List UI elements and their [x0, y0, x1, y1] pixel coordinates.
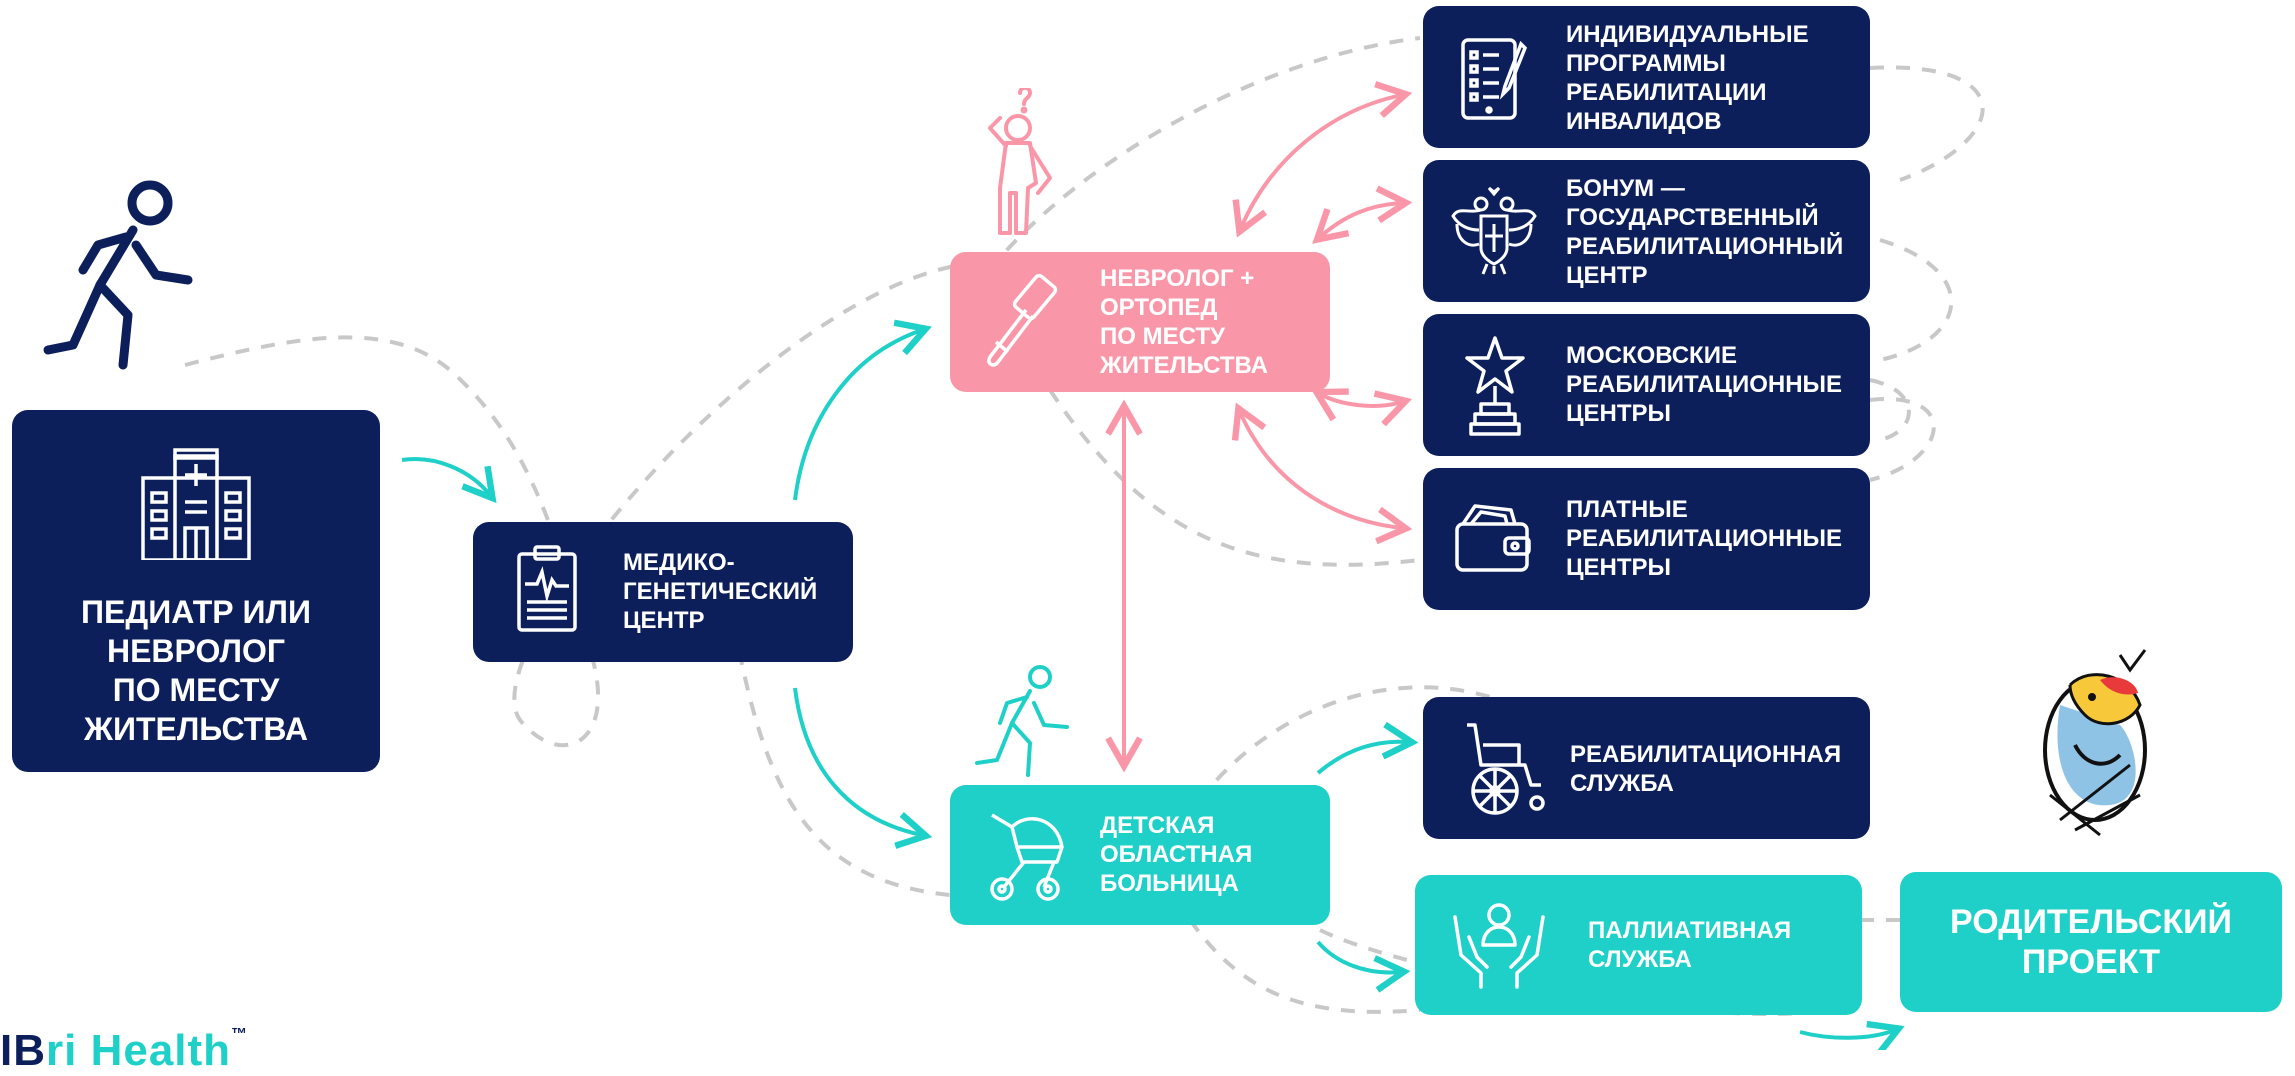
genetic-center-node[interactable]: МЕДИКО- ГЕНЕТИЧЕСКИЙ ЦЕНТР — [473, 522, 853, 662]
flow-arrows-teal — [401, 319, 1905, 1050]
paid-centers-node[interactable]: ПЛАТНЫЕ РЕАБИЛИТАЦИОННЫЕ ЦЕНТРЫ — [1423, 468, 1870, 610]
childrens-hospital-label: ДЕТСКАЯ ОБЛАСТНАЯ БОЛЬНИЦА — [1100, 812, 1253, 897]
clipboard-cardiogram-icon — [517, 545, 577, 632]
bird-in-egg-icon — [2043, 649, 2147, 837]
double-headed-eagle-icon — [1451, 186, 1537, 275]
flow-arrows-pink — [1105, 81, 1413, 773]
rehab-service-label: РЕАБИЛИТАЦИОННАЯ СЛУЖБА — [1570, 741, 1842, 797]
parent-project-label: РОДИТЕЛЬСКИЙ ПРОЕКТ — [1950, 903, 2232, 981]
bonum-label: БОНУМ — ГОСУДАРСТВЕННЫЙ РЕАБИЛИТАЦИОННЫЙ… — [1566, 175, 1844, 289]
walking-person-small-icon — [975, 665, 1069, 777]
rehab-service-node[interactable]: РЕАБИЛИТАЦИОННАЯ СЛУЖБА — [1423, 697, 1870, 839]
logo-part2: ri Health — [46, 1026, 232, 1075]
genetic-center-label: МЕДИКО- ГЕНЕТИЧЕСКИЙ ЦЕНТР — [623, 549, 818, 634]
wheelchair-icon — [1467, 723, 1545, 815]
moscow-centers-node[interactable]: МОСКОВСКИЕ РЕАБИЛИТАЦИОННЫЕ ЦЕНТРЫ — [1423, 314, 1870, 456]
individual-programs-node[interactable]: ИНДИВИДУАЛЬНЫЕ ПРОГРАММЫ РЕАБИЛИТАЦИИ ИН… — [1423, 6, 1870, 148]
reflex-hammer-icon — [987, 273, 1058, 367]
neurologist-orthopedist-label: НЕВРОЛОГ + ОРТОПЕД ПО МЕСТУ ЖИТЕЛЬСТВА — [1100, 265, 1268, 379]
neurologist-orthopedist-node[interactable]: НЕВРОЛОГ + ОРТОПЕД ПО МЕСТУ ЖИТЕЛЬСТВА — [950, 252, 1330, 392]
pediatrician-node[interactable]: ПЕДИАТР ИЛИ НЕВРОЛОГ ПО МЕСТУ ЖИТЕЛЬСТВА — [12, 410, 380, 772]
connector-layer — [184, 36, 1985, 1050]
confused-person-icon — [988, 88, 1052, 235]
logo-part1: IB — [0, 1026, 46, 1075]
star-trophy-icon — [1465, 336, 1525, 436]
parent-project-node[interactable]: РОДИТЕЛЬСКИЙ ПРОЕКТ — [1900, 872, 2282, 1012]
palliative-service-node[interactable]: ПАЛЛИАТИВНАЯ СЛУЖБА — [1415, 875, 1862, 1015]
bonum-node[interactable]: БОНУМ — ГОСУДАРСТВЕННЫЙ РЕАБИЛИТАЦИОННЫЙ… — [1423, 160, 1870, 302]
baby-stroller-icon — [990, 813, 1064, 901]
wallet-icon — [1455, 504, 1531, 572]
hospital-building-icon — [141, 448, 251, 560]
walking-person-icon — [43, 180, 193, 370]
paid-centers-label: ПЛАТНЫЕ РЕАБИЛИТАЦИОННЫЕ ЦЕНТРЫ — [1566, 496, 1843, 581]
logo-tm: ™ — [231, 1026, 249, 1043]
moscow-centers-label: МОСКОВСКИЕ РЕАБИЛИТАЦИОННЫЕ ЦЕНТРЫ — [1566, 342, 1843, 427]
palliative-service-label: ПАЛЛИАТИВНАЯ СЛУЖБА — [1588, 917, 1792, 973]
brand-logo: IBri Health™ — [0, 1026, 248, 1076]
childrens-hospital-node[interactable]: ДЕТСКАЯ ОБЛАСТНАЯ БОЛЬНИЦА — [950, 785, 1330, 925]
individual-programs-label: ИНДИВИДУАЛЬНЫЕ ПРОГРАММЫ РЕАБИЛИТАЦИИ ИН… — [1566, 21, 1809, 135]
pediatrician-label: ПЕДИАТР ИЛИ НЕВРОЛОГ ПО МЕСТУ ЖИТЕЛЬСТВА — [81, 594, 311, 747]
caring-hands-icon — [1453, 903, 1545, 989]
tablet-checklist-icon — [1461, 38, 1528, 120]
